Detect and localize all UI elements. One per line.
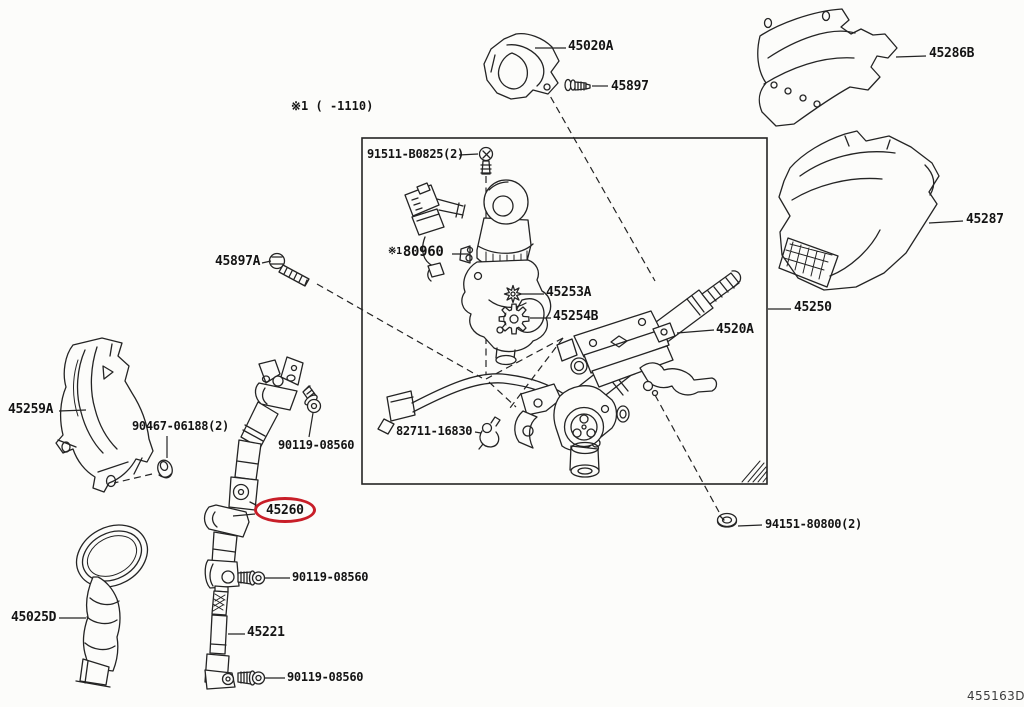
part-label-45254B: 45254B	[553, 309, 599, 324]
lower-column-cover-45287-drawing	[778, 130, 940, 291]
bolt-45897-drawing	[564, 78, 591, 92]
clip-90467-drawing	[157, 459, 173, 479]
part-label-82711-16830: 82711-16830	[396, 424, 473, 438]
part-label-45286B: 45286B	[929, 46, 975, 61]
production-note: ※1 ( -1110)	[291, 99, 374, 113]
gear-45253A-drawing	[503, 284, 523, 304]
bolt-90119-b-drawing	[237, 570, 266, 586]
part-label-45253A: 45253A	[546, 285, 592, 300]
part-label-94151-80800: 94151-80800(2)	[765, 517, 862, 531]
bolt-45897A-drawing	[268, 252, 310, 287]
note-marker: ※1	[388, 246, 402, 257]
shaft-45221-drawing	[204, 585, 236, 690]
part-label-90119-08560-b: 90119-08560	[292, 570, 369, 584]
assembly-box-45250	[361, 137, 768, 485]
part-label-45250: 45250	[794, 300, 832, 315]
part-label-80960: ※180960	[388, 244, 444, 260]
part-label-91511-B0825: 91511-B0825(2)	[367, 147, 464, 161]
part-label-45259A: 45259A	[8, 402, 54, 417]
ignition-housing-45020A-drawing	[483, 32, 560, 100]
box-corner-hatch	[741, 460, 768, 483]
gear-45254B-drawing	[498, 303, 530, 335]
bolt-90119-c-drawing	[237, 670, 266, 686]
nut-94151-drawing	[716, 512, 738, 528]
bolt-91511-drawing	[478, 146, 494, 175]
steering-column-4520A-drawing	[514, 270, 742, 478]
part-label-90467-06188: 90467-06188(2)	[132, 419, 229, 433]
part-label-45025D: 45025D	[11, 610, 57, 625]
intermediate-shaft-45260-drawing	[203, 356, 304, 589]
part-label-45287: 45287	[966, 212, 1004, 227]
part-label-90119-08560-c: 90119-08560	[287, 670, 364, 684]
part-label-45020A: 45020A	[568, 39, 614, 54]
upper-column-cover-45286B-drawing	[757, 8, 898, 127]
part-label-45221: 45221	[247, 625, 285, 640]
clamp-82711-drawing	[478, 416, 501, 450]
boot-45025D-drawing	[75, 524, 149, 688]
part-label-90119-08560-a: 90119-08560	[278, 438, 355, 452]
motor-assembly-80960-drawing	[404, 179, 552, 366]
bolt-90119-a-drawing	[302, 385, 322, 414]
part-label-45897A: 45897A	[215, 254, 261, 269]
part-label-45897: 45897	[611, 79, 649, 94]
part-label-4520A: 4520A	[716, 322, 754, 337]
bracket-45259A-drawing	[55, 337, 154, 493]
leader-lines	[58, 47, 964, 679]
part-label-45260: 45260	[254, 497, 316, 523]
drawing-code: 455163D	[967, 689, 1024, 703]
